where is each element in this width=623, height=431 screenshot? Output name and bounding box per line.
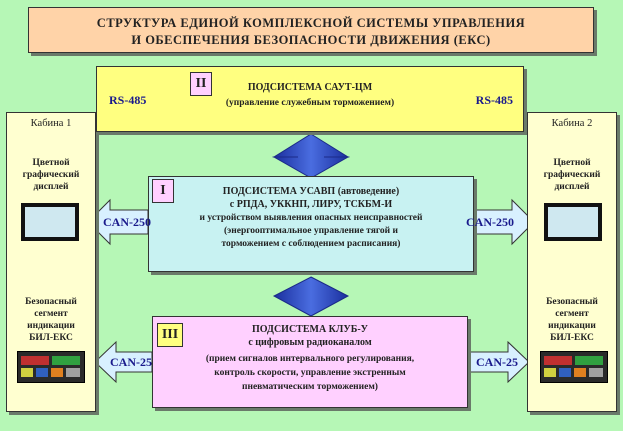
cabin-1-panel: Кабина 1 Цветной графический дисплей Без… [6,112,96,412]
klub-bus-right-label: CAN-25 [476,355,518,369]
double-arrow-i-iii [272,276,350,317]
klub-bus-left-label: CAN-25 [110,355,152,369]
diagram-title-box: СТРУКТУРА ЕДИНОЙ КОМПЛЕКСНОЙ СИСТЕМЫ УПР… [28,7,594,53]
subsystem-klub-box: III ПОДСИСТЕМА КЛУБ-У с цифровым радиока… [152,316,468,408]
subsystem-klub-line4: контроль скорости, управление экстренным [214,368,406,378]
cabin-1-seg-label-1: Безопасный [25,297,77,307]
subsystem-usavp-line3: и устройством выявления опасных неисправ… [199,213,423,223]
subsystem-usavp-line2: с РПДА, УККНП, ЛИРУ, ТСКБМ-И [229,199,393,210]
cabin-2-seg-label-2: сегмент [555,309,589,319]
cabin-1-display-label-1: Цветной [32,158,70,168]
usavp-bus-right-label: CAN-250 [466,215,514,229]
subsystem-saut-numeral: II [190,72,212,96]
cabin-1-seg-label-2: сегмент [34,309,68,319]
subsystem-klub-title: ПОДСИСТЕМА КЛУБ-У [252,324,368,335]
subsystem-klub-numeral: III [157,323,183,347]
subsystem-usavp-title: ПОДСИСТЕМА УСАВП (автоведение) [222,186,400,197]
cabin-2-display-label-2: графический [543,170,601,180]
cabin-2-color-display [544,203,602,241]
cabin-2-display-label-1: Цветной [553,158,591,168]
bus-arrow-can250-right [473,198,535,246]
subsystem-saut-desc: (управление служебным торможением) [225,98,395,108]
double-arrow-ii-i [272,133,350,179]
subsystem-saut-box: II ПОДСИСТЕМА САУТ-ЦМ (управление служеб… [96,66,524,132]
cabin-1-title: Кабина 1 [30,118,72,129]
cabin-1-seg-label-4: БИЛ-ЕКС [29,333,73,343]
cabin-1-color-display [21,203,79,241]
cabin-1-bil-indicator [17,351,85,383]
bil-indicator-icon [544,356,603,377]
subsystem-klub-line5: пневматическим торможением) [242,382,378,392]
cabin-1-display-label-2: графический [22,170,80,180]
cabin-2-bil-indicator [540,351,608,383]
cabin-2-seg-label-4: БИЛ-ЕКС [550,333,594,343]
subsystem-usavp-line5: торможением с соблюдением расписания) [221,239,401,249]
cabin-2-title: Кабина 2 [551,118,593,129]
bil-indicator-icon [21,356,80,377]
cabin-2-seg-label-3: индикации [548,321,596,331]
subsystem-usavp-numeral: I [152,179,174,203]
cabin-2-panel: Кабина 2 Цветной графический дисплей Без… [527,112,617,412]
subsystem-usavp-line4: (энергооптимальное управление тягой и [223,226,399,236]
bus-arrow-can25-left [94,340,153,384]
subsystem-klub-line3: (прием сигналов интервального регулирова… [205,354,415,364]
subsystem-klub-line2: с цифровым радиоканалом [248,337,372,348]
cabin-1-display-label-3: дисплей [33,182,69,192]
subsystem-usavp-box: I ПОДСИСТЕМА УСАВП (автоведение) с РПДА,… [148,176,474,272]
saut-bus-left-label: RS-485 [109,93,147,107]
cabin-1-seg-label-3: индикации [27,321,75,331]
title-line-2: И ОБЕСПЕЧЕНИЯ БЕЗОПАСНОСТИ ДВИЖЕНИЯ (ЕКС… [131,33,491,47]
bus-arrow-can25-right [467,340,530,384]
saut-bus-right-label: RS-485 [475,93,513,107]
title-line-1: СТРУКТУРА ЕДИНОЙ КОМПЛЕКСНОЙ СИСТЕМЫ УПР… [96,16,526,30]
bus-arrow-can250-left [87,198,149,246]
subsystem-saut-title: ПОДСИСТЕМА САУТ-ЦМ [247,82,373,93]
cabin-2-seg-label-1: Безопасный [546,297,598,307]
usavp-bus-left-label: CAN-250 [103,215,151,229]
cabin-2-display-label-3: дисплей [554,182,590,192]
